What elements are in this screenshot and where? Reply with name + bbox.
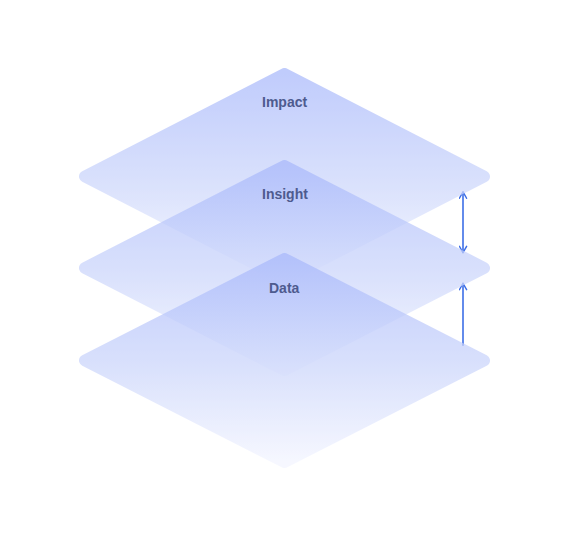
layer-arrow [462,283,464,345]
layer-arrow [462,192,464,253]
layer-diamond: Data [73,253,496,468]
layer-label: Insight [260,185,310,203]
layer-label: Impact [260,93,309,111]
diamond-outline [85,259,484,462]
layer-label: Data [267,279,301,297]
